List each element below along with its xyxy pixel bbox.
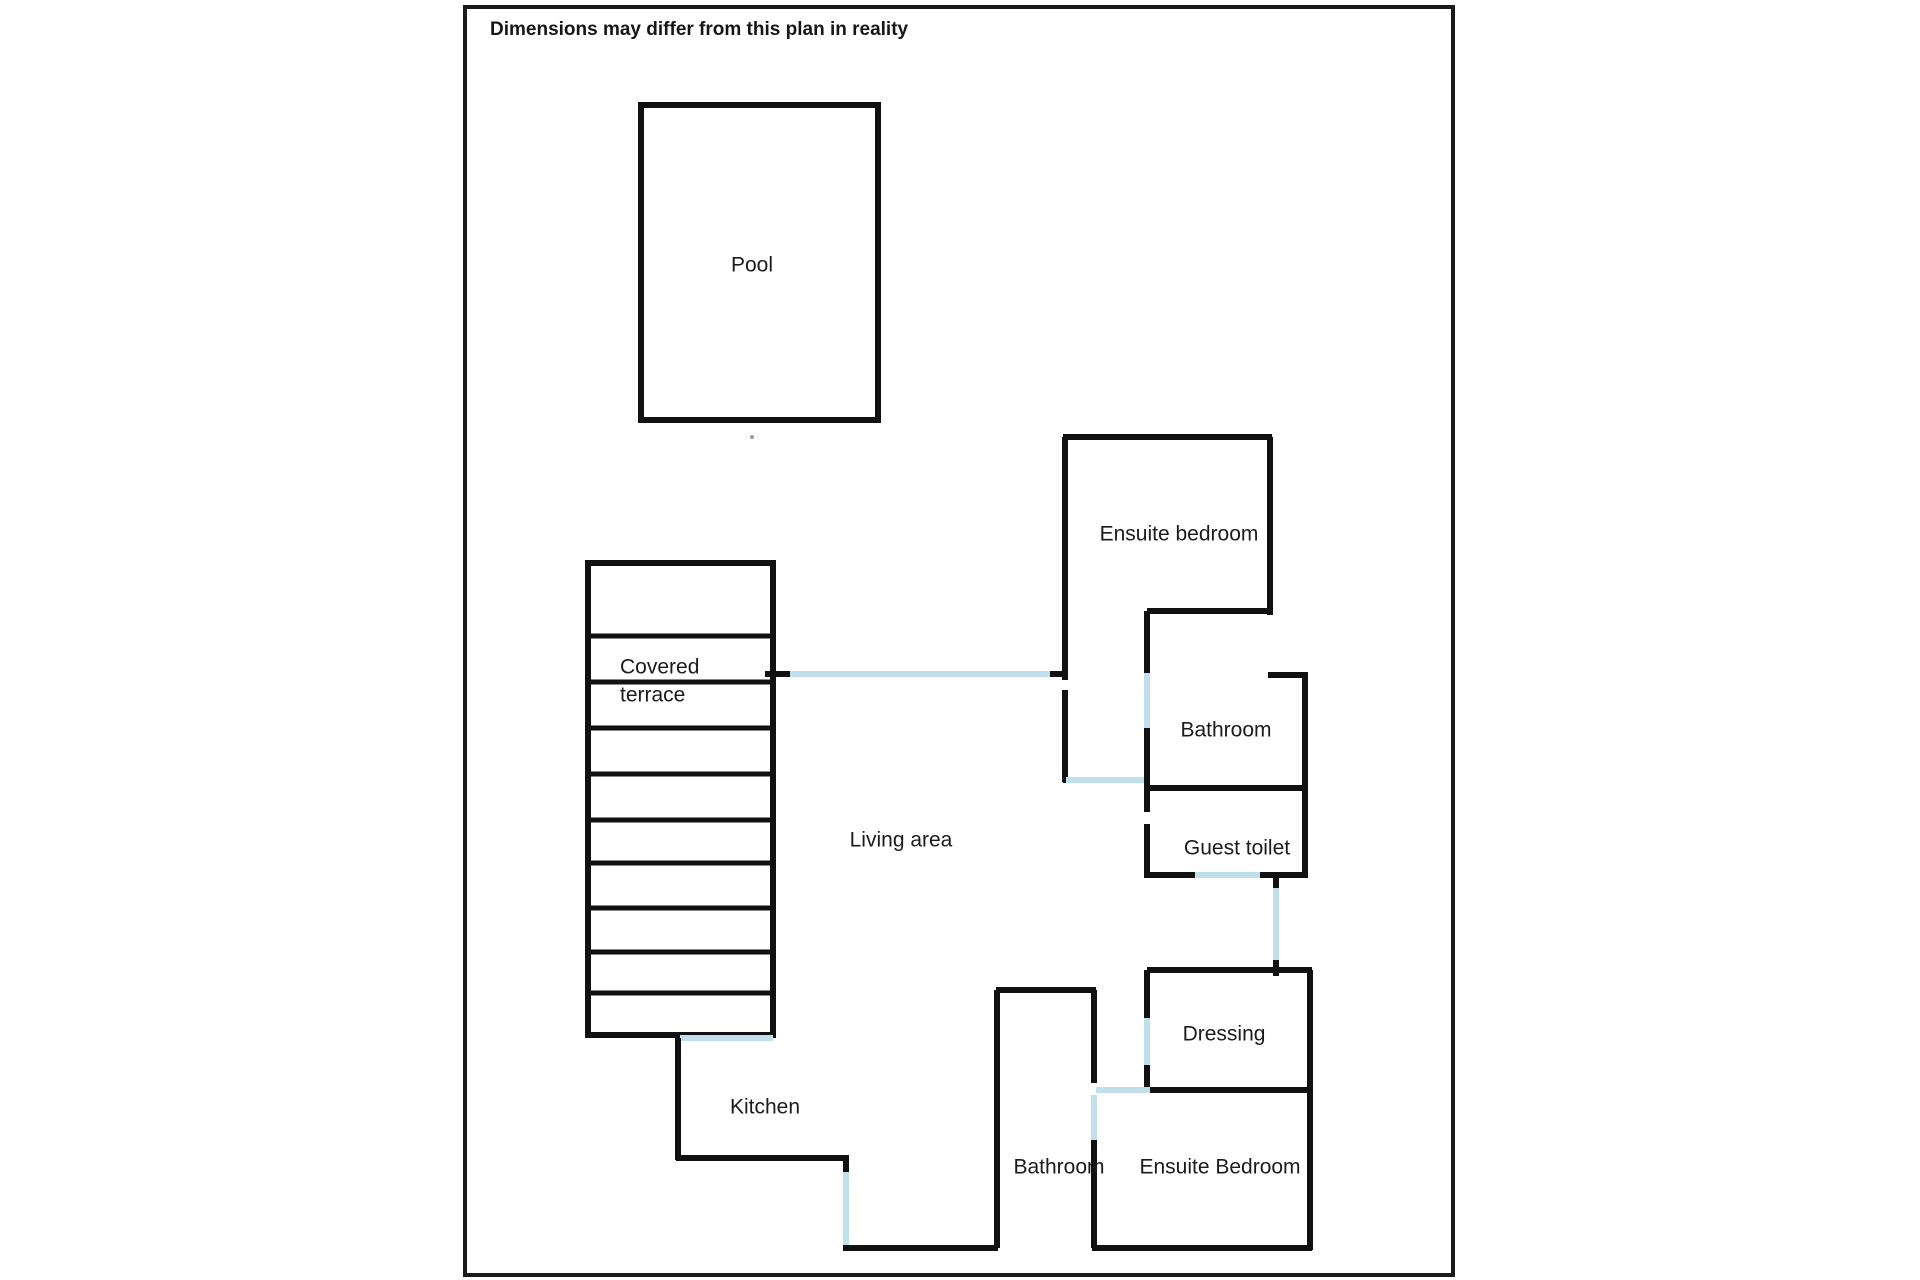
kitchen-label: Kitchen bbox=[730, 1096, 800, 1119]
covered-terrace-label-line2: terrace bbox=[620, 684, 685, 707]
stray-speck bbox=[750, 435, 754, 439]
pool-outline bbox=[638, 102, 881, 423]
living-area-label: Living area bbox=[850, 829, 953, 852]
page-border bbox=[463, 5, 1455, 1277]
ensuite-bedroom-top-label: Ensuite bedroom bbox=[1100, 523, 1259, 546]
pool-label: Pool bbox=[731, 254, 773, 277]
covered-terrace-label-line1: Covered bbox=[620, 656, 699, 679]
bathroom-bottom-label: Bathroom bbox=[1013, 1156, 1104, 1179]
ensuite-bedroom-bottom-label: Ensuite Bedroom bbox=[1139, 1156, 1300, 1179]
guest-toilet-label: Guest toilet bbox=[1184, 837, 1290, 860]
bathroom-top-label: Bathroom bbox=[1180, 719, 1271, 742]
dressing-label: Dressing bbox=[1183, 1023, 1266, 1046]
plan-disclaimer-note: Dimensions may differ from this plan in … bbox=[490, 19, 909, 40]
